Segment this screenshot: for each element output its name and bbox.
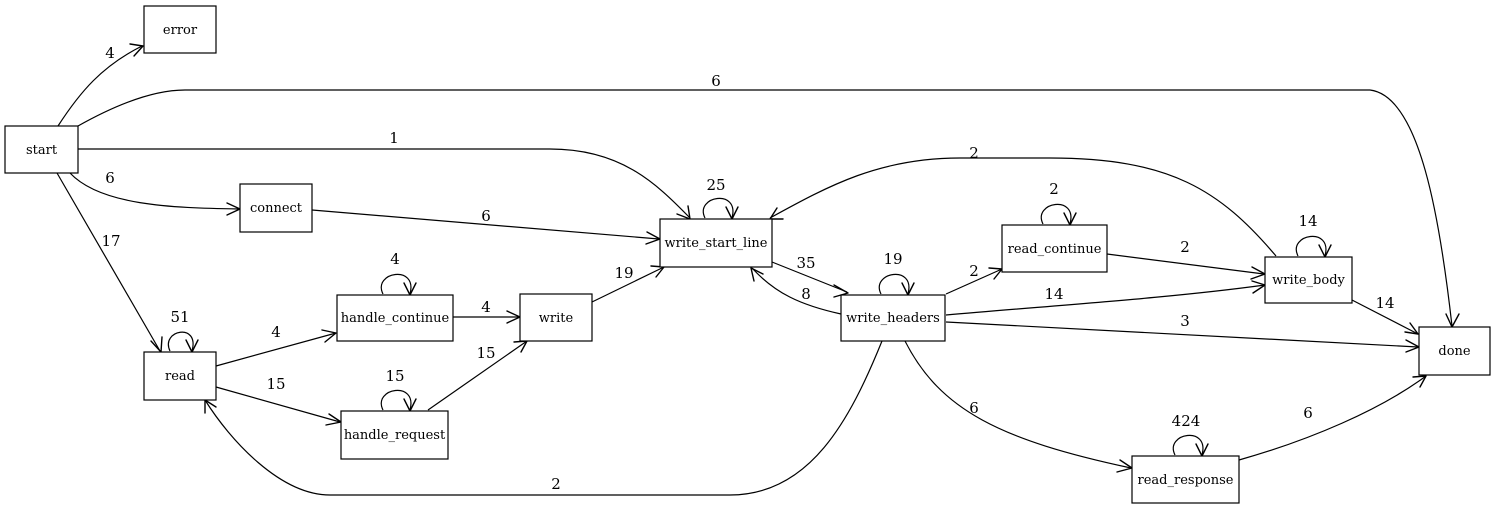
edge-label: 6 [481, 207, 491, 225]
edge-connect-write-start-line: 6 [311, 207, 661, 245]
edge-label: 8 [801, 285, 811, 303]
edge-write-headers-read-continue: 2 [945, 262, 1003, 295]
edge-label: 4 [105, 44, 115, 62]
edge-read-response-self: 424 [1172, 412, 1209, 457]
edge-label: 35 [796, 254, 815, 272]
node-error: error [143, 5, 217, 54]
node-label: handle_request [344, 428, 446, 443]
node-write: write [519, 293, 593, 342]
edge-label: 2 [1180, 238, 1190, 256]
node-handle-request: handle_request [340, 410, 449, 460]
edge-label: 2 [969, 262, 979, 280]
edge-start-connect: 6 [69, 169, 241, 216]
edge-read-handle-request: 15 [215, 375, 342, 426]
edge-label: 19 [614, 264, 633, 282]
node-label: write_start_line [665, 236, 768, 251]
edge-read-response-done: 6 [1238, 375, 1427, 461]
edge-handle-continue-write: 4 [453, 298, 521, 324]
edge-read-self: 51 [167, 308, 199, 353]
edge-handle-request-write: 15 [427, 340, 528, 411]
node-label: read_continue [1008, 242, 1102, 257]
node-write-headers: write_headers [840, 294, 946, 342]
node-label: handle_continue [341, 311, 450, 326]
edge-read-handle-continue: 4 [215, 323, 337, 367]
edge-write-headers-read-response: 6 [904, 340, 1133, 473]
node-label: read_response [1138, 473, 1234, 488]
edge-label: 3 [1180, 312, 1190, 330]
edge-label: 6 [1303, 404, 1313, 422]
edge-read-continue-write-body: 2 [1106, 238, 1266, 280]
node-handle-continue: handle_continue [336, 294, 454, 342]
node-read: read [143, 351, 217, 401]
node-read-continue: read_continue [1001, 224, 1108, 273]
edge-label: 51 [170, 308, 189, 326]
edge-label: 4 [271, 323, 281, 341]
node-label: error [163, 23, 198, 38]
edge-label: 15 [385, 367, 404, 385]
edge-label: 19 [883, 250, 902, 268]
node-label: write_headers [846, 311, 940, 326]
edge-write-body-done: 14 [1351, 294, 1419, 335]
edge-write-headers-done: 3 [945, 312, 1420, 353]
edge-start-error: 4 [57, 43, 144, 127]
edge-label: 2 [969, 144, 979, 162]
node-write-start-line: write_start_line [659, 218, 773, 268]
edge-label: 1 [389, 129, 399, 147]
edge-label: 2 [1049, 180, 1059, 198]
edge-label: 15 [476, 344, 495, 362]
edge-label: 15 [266, 375, 285, 393]
edge-write-headers-read: 2 [204, 340, 883, 496]
node-label: start [26, 143, 58, 158]
node-label: write [539, 311, 574, 326]
edge-label: 424 [1172, 412, 1201, 430]
edge-label: 6 [969, 399, 979, 417]
edge-handle-continue-self: 4 [380, 250, 417, 296]
edge-write-body-self: 14 [1295, 212, 1332, 258]
edge-label: 14 [1375, 294, 1394, 312]
node-label: write_body [1272, 273, 1345, 288]
edge-start-read: 17 [56, 172, 163, 353]
node-write-body: write_body [1264, 256, 1353, 304]
edge-label: 2 [551, 475, 561, 493]
edge-label: 4 [390, 250, 400, 268]
edge-write-headers-self: 19 [878, 250, 915, 296]
edge-handle-request-self: 15 [380, 367, 417, 412]
edge-label: 14 [1044, 285, 1063, 303]
node-done: done [1418, 326, 1491, 376]
edge-label: 25 [706, 176, 725, 194]
edge-write-write-start-line: 19 [591, 264, 665, 303]
edge-label: 17 [101, 232, 120, 250]
edge-write-start-line-self: 25 [702, 176, 739, 220]
node-read-response: read_response [1131, 455, 1240, 504]
node-connect: connect [239, 183, 313, 233]
edge-write-start-line-write-headers: 35 [771, 254, 849, 298]
node-label: done [1438, 344, 1471, 359]
edge-read-continue-self: 2 [1040, 180, 1077, 226]
edge-label: 14 [1298, 212, 1317, 230]
edge-label: 6 [105, 169, 115, 187]
edge-write-headers-write-body: 14 [945, 280, 1266, 316]
edge-write-headers-write-start-line: 8 [750, 267, 842, 315]
edge-label: 4 [481, 298, 491, 316]
node-label: read [165, 369, 195, 384]
node-start: start [4, 125, 79, 174]
node-label: connect [250, 201, 303, 216]
edge-label: 6 [711, 72, 721, 90]
